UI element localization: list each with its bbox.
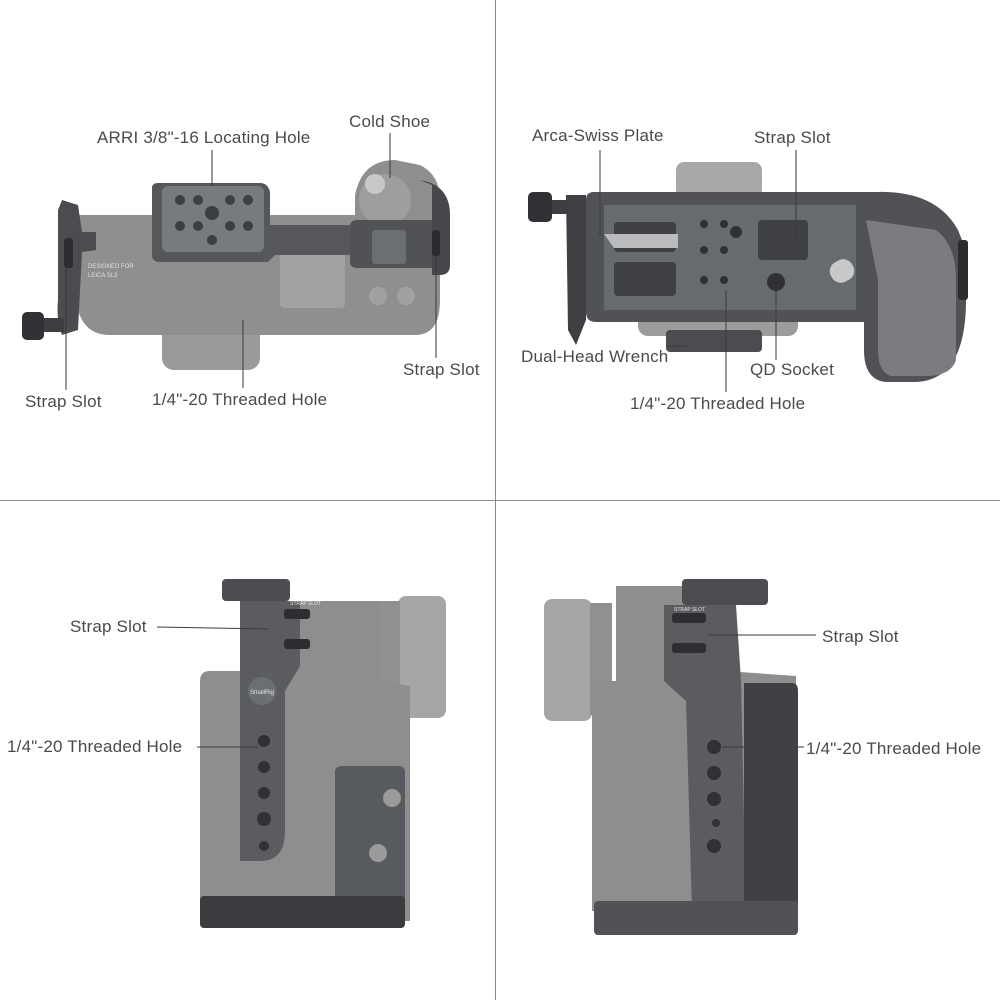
label-arca-swiss-plate: Arca-Swiss Plate: [532, 126, 664, 145]
grip-pad: [866, 220, 956, 376]
grip-leather: [744, 683, 798, 921]
label-threaded-hole: 1/4"-20 Threaded Hole: [806, 739, 982, 758]
control-button: [369, 287, 387, 305]
thumb-screw: [22, 312, 44, 340]
base-cutout: [758, 220, 808, 260]
engraving-model: LEICA SL3: [88, 273, 118, 279]
cage-left-side: [57, 200, 96, 335]
lens: [544, 599, 592, 721]
cage-side-frame: [240, 601, 300, 861]
lens-top: [676, 162, 762, 198]
engraving-strap-slot: STRAP SLOT: [290, 601, 321, 607]
cold-shoe-top: [682, 579, 768, 605]
right-side-view-panel: STRAP SLOT Strap Slot 1/4"-20 Threaded H…: [496, 501, 1000, 1001]
label-arri-locating-hole: ARRI 3/8"-16 Locating Hole: [97, 128, 311, 147]
base-holes: [700, 220, 785, 291]
leader-strap-slot: [156, 626, 269, 630]
side-holes: [707, 740, 721, 853]
clamp-screw: [369, 844, 387, 862]
control-button: [397, 287, 415, 305]
engraving-designed-for: DESIGNED FOR: [88, 264, 134, 270]
locating-holes: [175, 195, 253, 245]
screen-area: [280, 248, 345, 308]
cold-shoe: [372, 230, 406, 264]
left-side-view-panel: STRAP SLOT SmallRig Strap Slot 1/4"-20 T…: [0, 501, 495, 1001]
dial-button: [365, 174, 385, 194]
brand-badge: [248, 677, 276, 705]
bottom-view-panel: Arca-Swiss Plate Strap Slot Dual-Head Wr…: [496, 0, 1000, 500]
top-view-illustration: DESIGNED FOR LEICA SL3: [22, 133, 450, 390]
label-threaded-hole: 1/4"-20 Threaded Hole: [7, 737, 183, 756]
screw-shaft: [552, 200, 570, 214]
thumb-screw: [528, 192, 552, 222]
label-qd-socket: QD Socket: [750, 360, 834, 379]
cage-side-frame: [664, 605, 746, 911]
label-strap-slot: Strap Slot: [70, 617, 147, 636]
top-view-panel: DESIGNED FOR LEICA SL3 ARRI 3/8"-16 Loca…: [0, 0, 495, 500]
label-strap-slot: Strap Slot: [754, 128, 831, 147]
cable-clamp: [335, 766, 405, 906]
cage-base: [594, 901, 798, 935]
strap-slot-upper: [284, 609, 310, 619]
strap-slot-lower: [672, 643, 706, 653]
strap-slot-left: [64, 238, 73, 268]
cold-shoe-top: [222, 579, 290, 601]
label-strap-slot-left: Strap Slot: [25, 392, 102, 411]
screw-shaft: [44, 318, 64, 332]
wrench-bottom: [666, 330, 762, 352]
dual-head-wrench: [604, 234, 678, 248]
cage-left-arm: [566, 195, 586, 345]
label-cold-shoe: Cold Shoe: [349, 112, 431, 131]
base-cutout: [614, 262, 676, 296]
engraving-strap-slot: STRAP SLOT: [674, 607, 705, 613]
qd-socket-cover: [829, 259, 855, 283]
strap-slot-right: [432, 230, 440, 256]
label-threaded-hole: 1/4"-20 Threaded Hole: [630, 394, 806, 413]
strap-slot-upper: [672, 613, 706, 623]
horizontal-divider: [0, 500, 1000, 501]
strap-slot-side: [958, 240, 968, 300]
left-side-illustration: STRAP SLOT SmallRig: [156, 579, 446, 928]
engraving-brand: SmallRig: [250, 690, 274, 696]
bottom-view-illustration: [528, 150, 968, 392]
cage-right-arm: [420, 180, 450, 275]
right-side-illustration: STRAP SLOT: [544, 579, 816, 935]
clamp-screw: [383, 789, 401, 807]
side-holes: [257, 735, 271, 851]
cage-base: [200, 896, 405, 928]
label-dual-head-wrench: Dual-Head Wrench: [521, 347, 669, 366]
strap-slot-lower: [284, 639, 310, 649]
label-threaded-hole: 1/4"-20 Threaded Hole: [152, 390, 328, 409]
label-strap-slot: Strap Slot: [822, 627, 899, 646]
label-strap-slot-right: Strap Slot: [403, 360, 480, 379]
